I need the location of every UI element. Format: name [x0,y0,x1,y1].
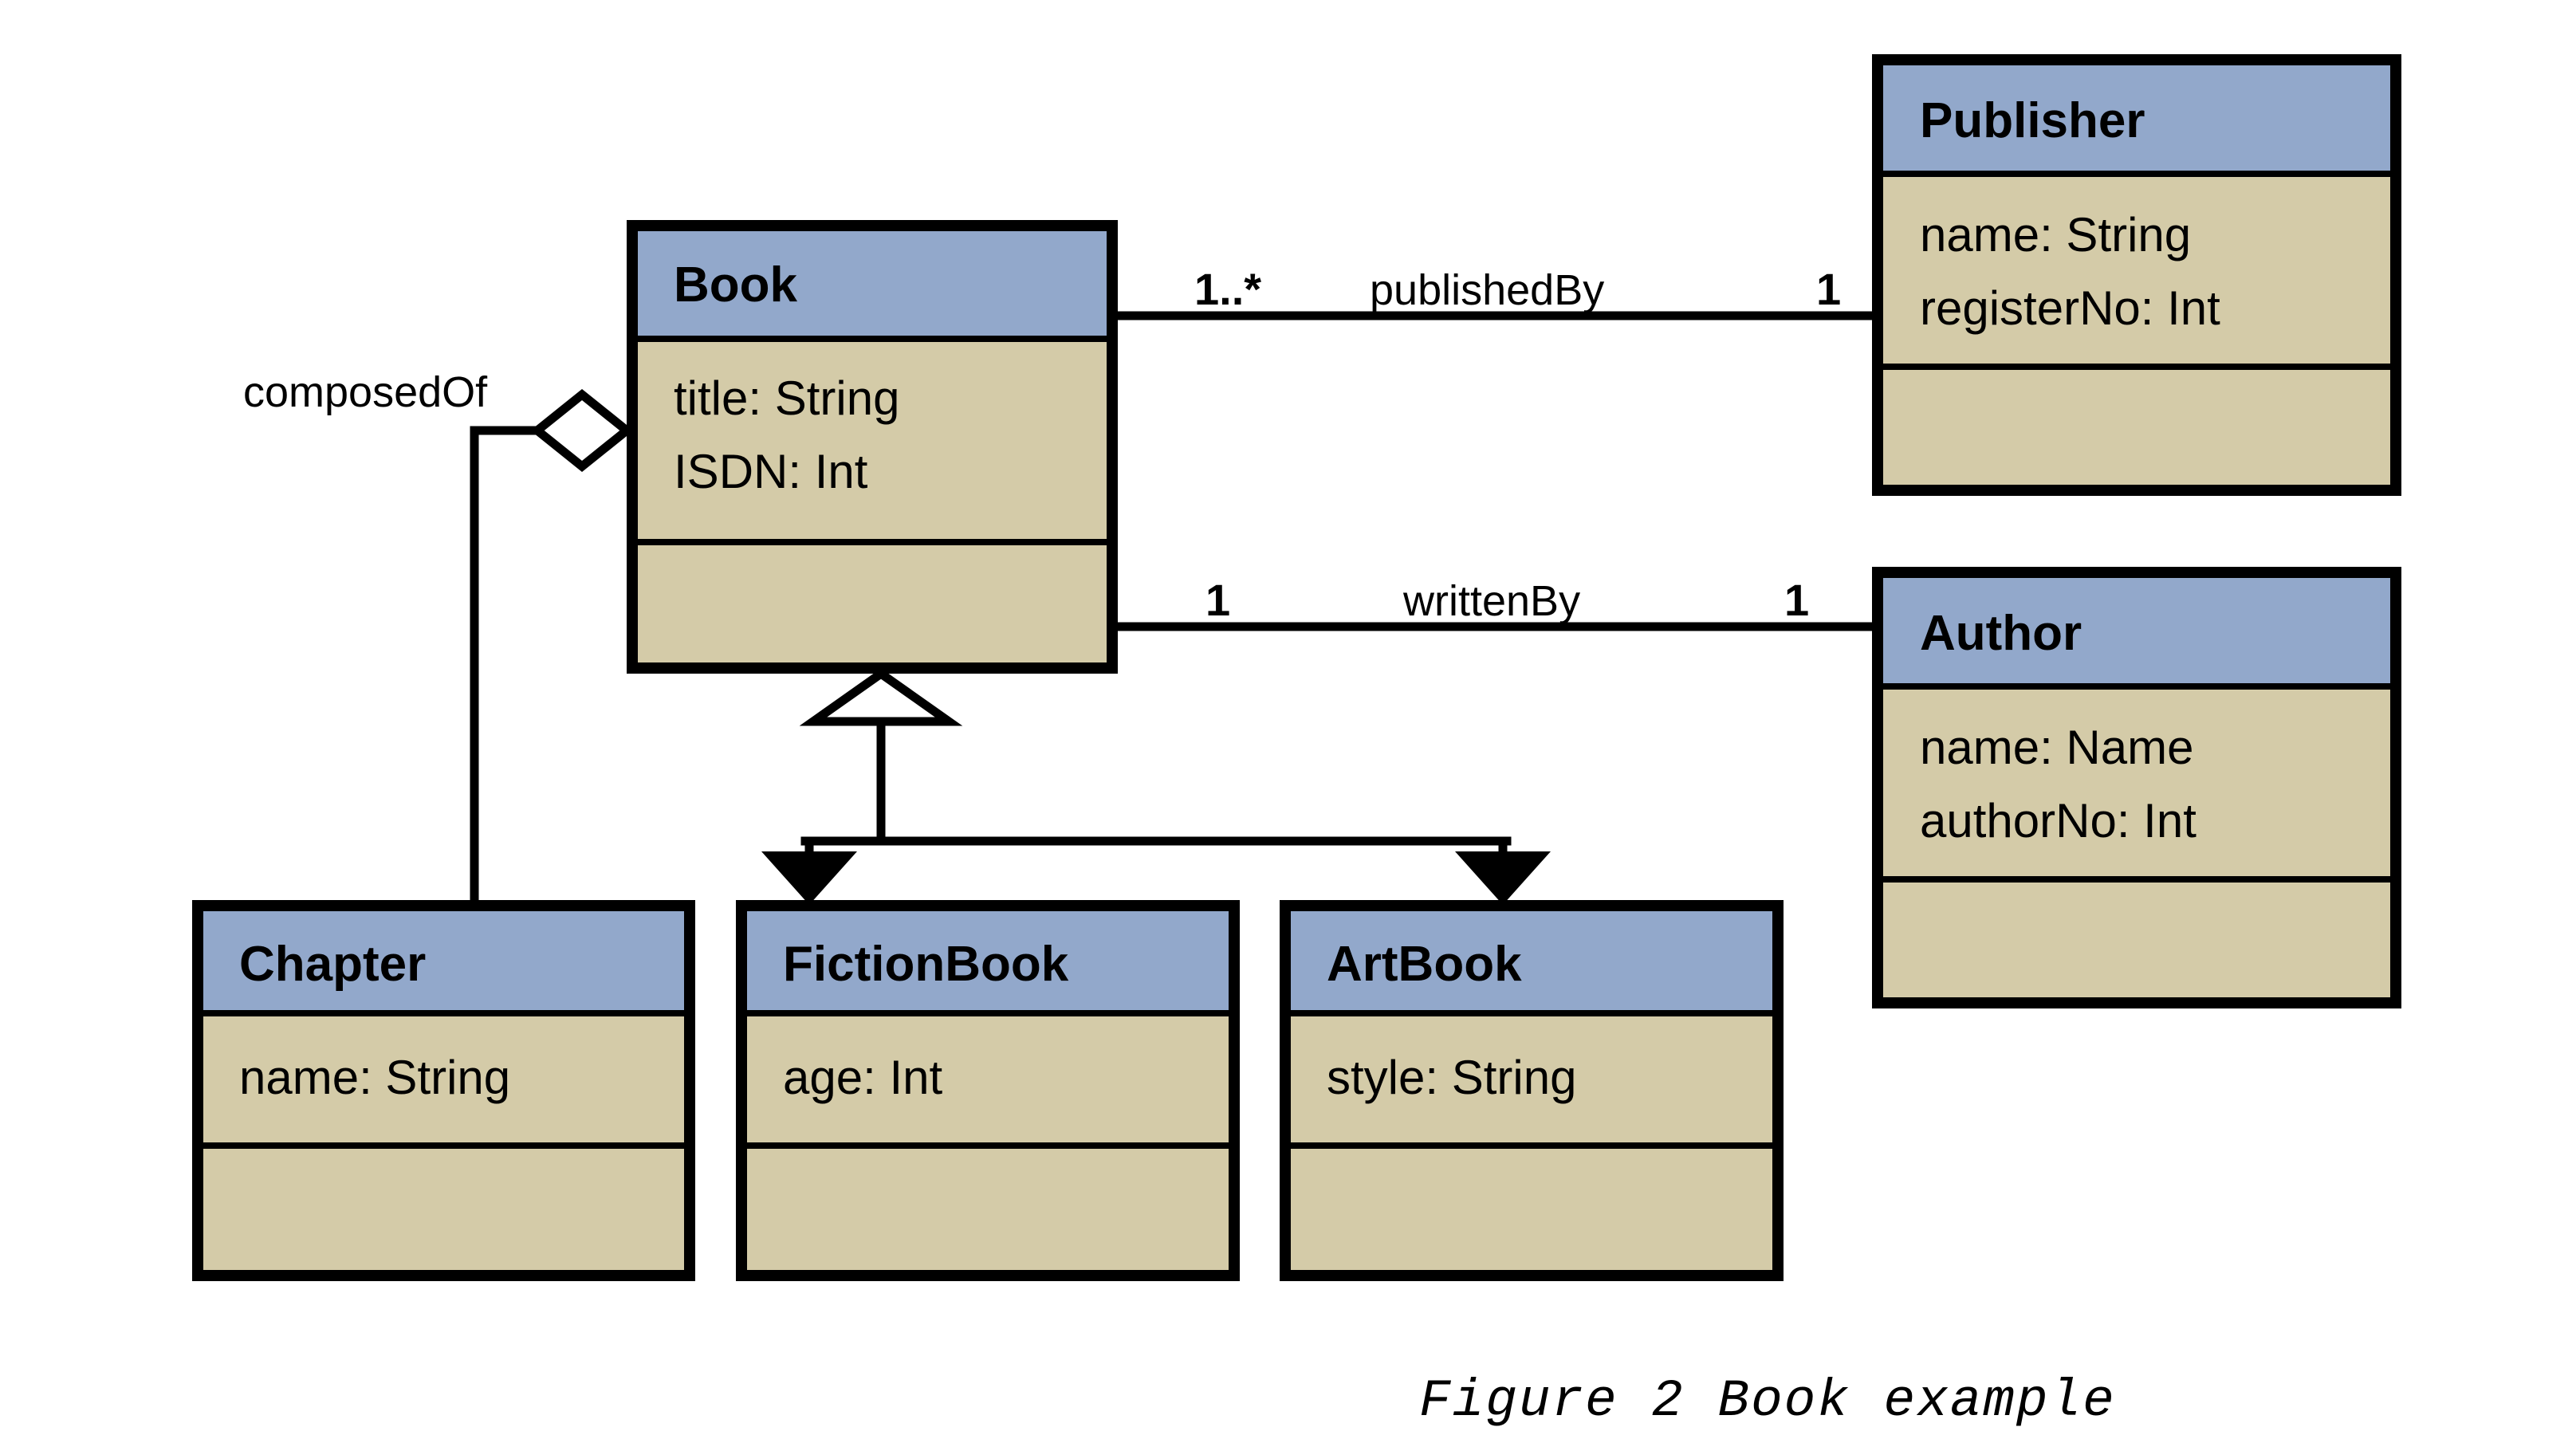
artbook-class-name: ArtBook [1327,937,1522,992]
arrowhead-artbook-icon [1455,851,1551,905]
fictionbook-attribute-1: age: Int [783,1051,942,1104]
chapter-class-name: Chapter [239,937,426,992]
chapter-outline [192,900,695,1281]
class-box-publisher[interactable]: Publisher name: String registerNo: Int [1872,54,2401,496]
class-box-author[interactable]: Author name: Name authorNo: Int [1872,567,2401,1008]
book-attribute-2: ISDN: Int [674,445,868,498]
composed-of-line [470,426,587,910]
book-class-name: Book [674,258,798,313]
chapter-attribute-1: name: String [239,1051,510,1104]
author-body-fill [1878,686,2396,1003]
author-header-fill [1878,572,2396,686]
book-header-fill [632,226,1112,339]
aggregation-diamond-icon [530,388,634,473]
publisher-class-name: Publisher [1920,93,2145,148]
book-body-fill [632,339,1112,668]
book-attribute-1: title: String [674,372,899,425]
fictionbook-header-fill [741,906,1234,1013]
class-box-book[interactable]: Book title: String ISDN: Int [627,220,1118,674]
publisher-attribute-1: name: String [1920,208,2191,261]
artbook-outline [1280,900,1784,1281]
generalization-tree[interactable] [761,668,1551,905]
published-by-target-multiplicity: 1 [1816,264,1841,314]
author-attribute-1: name: Name [1920,721,2193,774]
author-attribute-2: authorNo: Int [1920,794,2196,847]
figure-caption: Figure 2 Book example [1419,1371,2116,1431]
fictionbook-class-name: FictionBook [783,937,1069,992]
publisher-outline [1872,54,2401,496]
class-box-chapter[interactable]: Chapter name: String [192,900,695,1281]
published-by-source-multiplicity: 1..* [1194,264,1261,314]
aggregation-composed-of[interactable] [470,388,634,910]
author-outline [1872,567,2401,1008]
written-by-target-multiplicity: 1 [1784,575,1809,625]
written-by-source-multiplicity: 1 [1205,575,1230,625]
class-box-fictionbook[interactable]: FictionBook age: Int [736,900,1240,1281]
publisher-body-fill [1878,174,2396,490]
artbook-header-fill [1285,906,1778,1013]
published-by-label: publishedBy [1370,266,1604,314]
class-box-artbook[interactable]: ArtBook style: String [1280,900,1784,1281]
fictionbook-outline [736,900,1240,1281]
author-class-name: Author [1920,606,2082,661]
publisher-header-fill [1878,60,2396,174]
book-outline [627,220,1118,674]
composed-of-label: composedOf [243,368,488,416]
chapter-header-fill [198,906,690,1013]
publisher-attribute-2: registerNo: Int [1920,281,2220,335]
arrowhead-fictionbook-icon [761,851,857,905]
generalization-triangle-icon [799,668,963,726]
artbook-attribute-1: style: String [1327,1051,1576,1104]
written-by-label: writtenBy [1402,577,1580,625]
